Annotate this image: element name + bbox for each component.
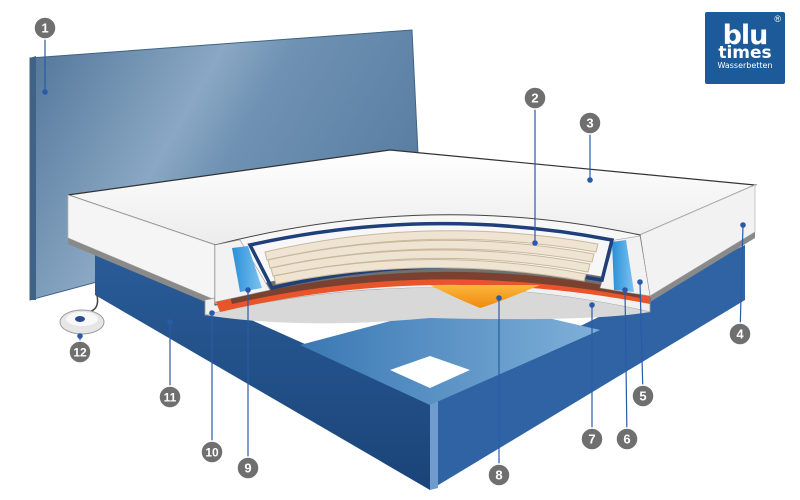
label-badge-circle-7 (580, 427, 604, 451)
label-badge-text-6: 6 (623, 432, 630, 447)
label-badge-text-12: 12 (73, 346, 87, 360)
leader-line-5 (639, 281, 644, 397)
leader-line-4 (739, 224, 744, 335)
label-badge-circle-2 (523, 86, 547, 110)
water-core (430, 285, 540, 308)
label-badge-12: 12 (68, 340, 92, 364)
water-bladder-liner (247, 221, 615, 291)
label-badge-4: 4 (728, 322, 752, 346)
label-badge-10: 10 (200, 440, 224, 464)
leader-dot-10 (209, 310, 215, 316)
leader-dot-6 (622, 287, 628, 293)
controller (59, 294, 105, 335)
label-badge-text-7: 7 (588, 432, 595, 447)
label-badge-circle-4 (728, 322, 752, 346)
label-badge-text-8: 8 (495, 468, 502, 483)
brand-logo: ® blu times Wasserbetten (705, 12, 785, 84)
leader-dot-4 (740, 222, 746, 228)
registered-mark: ® (774, 14, 781, 24)
label-badge-1: 1 (33, 16, 57, 40)
label-badge-circle-10 (200, 440, 224, 464)
label-badge-text-10: 10 (205, 446, 219, 460)
leader-line-6 (624, 289, 628, 440)
label-badge-3: 3 (578, 111, 602, 135)
label-badge-circle-8 (487, 463, 511, 487)
label-badge-5: 5 (631, 384, 655, 408)
label-badge-text-3: 3 (586, 116, 593, 131)
leader-dot-5 (637, 279, 643, 285)
leader-dot-9 (245, 287, 251, 293)
label-badge-9: 9 (236, 456, 260, 480)
label-badge-text-9: 9 (244, 461, 251, 476)
right-blue-wall (612, 240, 634, 292)
label-badge-circle-9 (236, 456, 260, 480)
leader-dot-8 (496, 295, 502, 301)
fibre-layers (264, 230, 599, 285)
logo-line-blu: blu (722, 20, 769, 51)
logo-line-wasserbetten: Wasserbetten (717, 61, 773, 70)
label-badge-text-4: 4 (736, 327, 744, 342)
leader-dot-12 (77, 333, 83, 339)
label-badge-2: 2 (523, 86, 547, 110)
leader-dot-2 (532, 240, 538, 246)
leader-dot-1 (42, 89, 48, 95)
label-badge-8: 8 (487, 463, 511, 487)
label-badge-circle-6 (615, 427, 639, 451)
label-badge-circle-3 (578, 111, 602, 135)
label-badge-text-1: 1 (41, 21, 48, 36)
label-badge-circle-12 (68, 340, 92, 364)
label-badge-text-11: 11 (164, 391, 177, 405)
mattress (67, 149, 758, 324)
label-badge-circle-1 (33, 16, 57, 40)
bed-frame (95, 245, 745, 490)
leader-dot-7 (589, 302, 595, 308)
label-badge-text-2: 2 (531, 91, 538, 106)
label-badge-circle-11 (158, 385, 182, 409)
left-blue-wall (232, 246, 262, 292)
logo-line-times: times (718, 43, 772, 63)
label-badge-7: 7 (580, 427, 604, 451)
label-badge-text-5: 5 (639, 389, 646, 404)
leader-lines (42, 28, 746, 475)
label-badge-6: 6 (615, 427, 639, 451)
label-badge-11: 11 (158, 385, 182, 409)
leader-dot-11 (167, 319, 173, 325)
label-badge-circle-5 (631, 384, 655, 408)
cutaway-section (214, 214, 651, 312)
leader-dot-3 (587, 177, 593, 183)
